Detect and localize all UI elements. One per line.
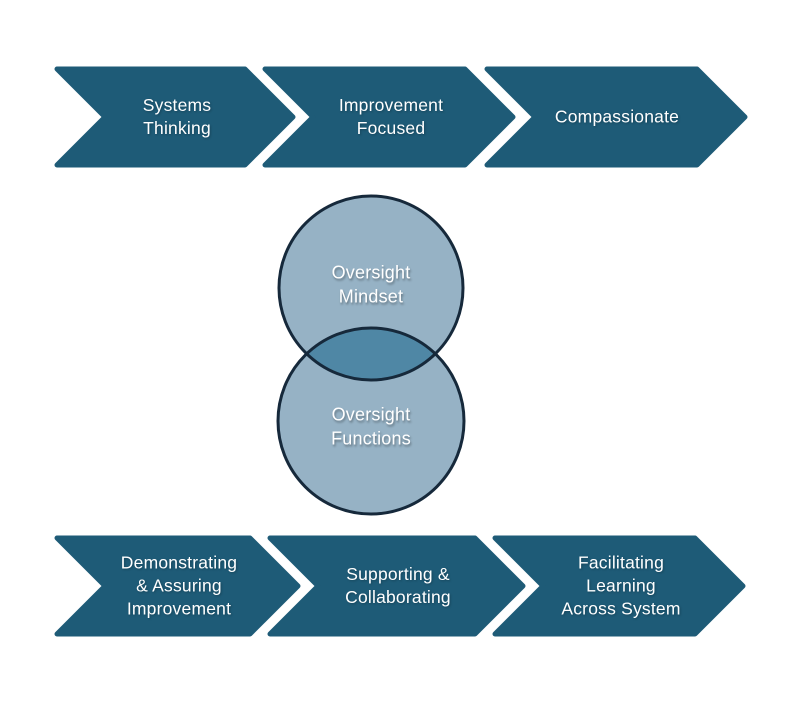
top-arrow-1-shape <box>54 66 296 168</box>
functions-circle-outline <box>276 326 466 516</box>
bottom-arrow-3-shape <box>492 535 746 637</box>
functions-circle-shape <box>278 328 464 514</box>
bottom-arrow-2-shape <box>267 535 526 637</box>
top-arrow-2-shape <box>262 66 516 168</box>
bottom-arrow-1-shape <box>54 535 301 637</box>
mindset-circle-shape <box>279 196 463 380</box>
venn-overlap-shape <box>306 328 436 381</box>
top-arrow-3-shape <box>484 66 748 168</box>
mindset-circle-outline <box>277 194 465 382</box>
